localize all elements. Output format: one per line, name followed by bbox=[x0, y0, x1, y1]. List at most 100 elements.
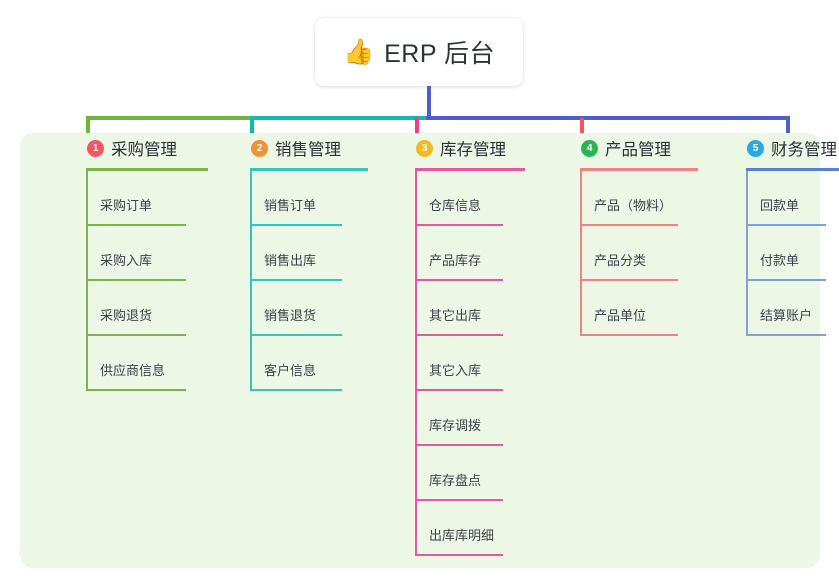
branch-header-rule bbox=[580, 168, 698, 171]
connector-root-vertical bbox=[427, 86, 431, 119]
connector-horizontal-green bbox=[86, 116, 252, 120]
branch-item[interactable]: 供应商信息 bbox=[66, 336, 216, 391]
branch-item-label: 产品库存 bbox=[429, 253, 482, 268]
branch-item[interactable]: 产品单位 bbox=[560, 281, 715, 336]
branch-header-rule bbox=[86, 168, 208, 171]
branch-header-4[interactable]: 4 产品管理 bbox=[560, 133, 715, 163]
branch-item[interactable]: 其它出库 bbox=[395, 281, 545, 336]
branch-item[interactable]: 销售订单 bbox=[230, 171, 380, 226]
branch-trunk-line bbox=[250, 171, 252, 391]
branch-header-rule bbox=[746, 168, 839, 171]
connector-horizontal-blue bbox=[426, 116, 790, 120]
branch-header-rule bbox=[415, 168, 525, 171]
branch-index-badge: 3 bbox=[416, 139, 433, 157]
branch-item[interactable]: 出库库明细 bbox=[395, 501, 545, 556]
branch-item[interactable]: 采购订单 bbox=[66, 171, 216, 226]
connector-drop-column-4 bbox=[580, 118, 584, 146]
branch-header-1[interactable]: 1 采购管理 bbox=[66, 133, 216, 163]
branch-index-badge: 4 bbox=[581, 139, 598, 157]
branch-item-rule bbox=[415, 389, 503, 391]
branch-item-label: 客户信息 bbox=[264, 363, 317, 378]
branch-item[interactable]: 库存盘点 bbox=[395, 446, 545, 501]
thumbs-up-icon: 👍 bbox=[342, 37, 375, 66]
branch-item-rule bbox=[746, 224, 826, 226]
branch-column-4: 4 产品管理产品（物料） 产品分类产品单位 bbox=[560, 133, 715, 336]
branch-item-label: 产品单位 bbox=[594, 308, 647, 323]
branch-item[interactable]: 结算账户 bbox=[726, 281, 839, 336]
branch-item[interactable]: 销售出库 bbox=[230, 226, 380, 281]
branch-item[interactable]: 产品库存 bbox=[395, 226, 545, 281]
connector-horizontal-teal bbox=[250, 116, 428, 120]
branch-item-label: 库存调拨 bbox=[429, 418, 482, 433]
branch-item-label: 产品（物料） bbox=[594, 198, 673, 213]
branch-header-rule bbox=[250, 168, 368, 171]
branch-item-rule bbox=[580, 224, 678, 226]
branch-column-3: 3 库存管理仓库信息产品库存其它出库其它入库库存调拨库存盘点出库库明细 bbox=[395, 133, 545, 556]
branch-item-rule bbox=[250, 389, 342, 391]
branch-item-list: 销售订单销售出库销售退货客户信息 bbox=[230, 171, 380, 391]
branch-column-1: 1 采购管理采购订单采购入库采购退货供应商信息 bbox=[66, 133, 216, 391]
branch-title: 产品管理 bbox=[605, 141, 671, 159]
branch-item-rule bbox=[86, 224, 186, 226]
branch-item-label: 仓库信息 bbox=[429, 198, 482, 213]
branch-item[interactable]: 其它入库 bbox=[395, 336, 545, 391]
branch-item-rule bbox=[250, 224, 342, 226]
branch-item[interactable]: 采购入库 bbox=[66, 226, 216, 281]
branch-item-list: 采购订单采购入库采购退货供应商信息 bbox=[66, 171, 216, 391]
connector-drop-column-5 bbox=[786, 118, 790, 146]
branch-item-rule bbox=[250, 334, 342, 336]
branch-item-label: 出库库明细 bbox=[429, 528, 495, 543]
branch-item[interactable]: 仓库信息 bbox=[395, 171, 545, 226]
branch-item[interactable]: 产品分类 bbox=[560, 226, 715, 281]
branch-item[interactable]: 客户信息 bbox=[230, 336, 380, 391]
branch-index-badge: 5 bbox=[747, 139, 764, 157]
branch-item-rule bbox=[250, 279, 342, 281]
branch-trunk-line bbox=[415, 171, 417, 556]
branch-item-rule bbox=[415, 334, 503, 336]
branch-item-rule bbox=[415, 444, 503, 446]
branch-item-label: 采购订单 bbox=[100, 198, 153, 213]
branch-item[interactable]: 产品（物料） bbox=[560, 171, 715, 226]
branch-item[interactable]: 销售退货 bbox=[230, 281, 380, 336]
branch-item-label: 库存盘点 bbox=[429, 473, 482, 488]
branch-item[interactable]: 采购退货 bbox=[66, 281, 216, 336]
root-node-title: ERP 后台 bbox=[384, 40, 496, 68]
branch-item-rule bbox=[580, 334, 678, 336]
branch-item-label: 产品分类 bbox=[594, 253, 647, 268]
branch-item[interactable]: 库存调拨 bbox=[395, 391, 545, 446]
branch-item-rule bbox=[580, 279, 678, 281]
branch-item[interactable]: 回款单 bbox=[726, 171, 839, 226]
connector-drop-column-2 bbox=[250, 118, 254, 146]
branch-item-label: 销售出库 bbox=[264, 253, 317, 268]
connector-drop-column-1 bbox=[86, 118, 90, 146]
branch-item-label: 回款单 bbox=[760, 198, 800, 213]
branch-item-rule bbox=[746, 334, 826, 336]
branch-item-label: 其它入库 bbox=[429, 363, 482, 378]
branch-item-rule bbox=[86, 279, 186, 281]
branch-item-label: 付款单 bbox=[760, 253, 800, 268]
branch-item-label: 销售退货 bbox=[264, 308, 317, 323]
branch-item[interactable]: 付款单 bbox=[726, 226, 839, 281]
branch-item-label: 结算账户 bbox=[760, 308, 813, 323]
branch-item-list: 回款单付款单结算账户 bbox=[726, 171, 839, 336]
branch-trunk-line bbox=[580, 171, 582, 336]
branch-trunk-line bbox=[86, 171, 88, 391]
branch-header-3[interactable]: 3 库存管理 bbox=[395, 133, 545, 163]
branch-item-rule bbox=[415, 224, 503, 226]
branch-item-rule bbox=[86, 334, 186, 336]
connector-drop-column-3 bbox=[415, 118, 419, 146]
branch-index-badge: 1 bbox=[87, 139, 104, 157]
branch-item-label: 采购入库 bbox=[100, 253, 153, 268]
branch-item-label: 供应商信息 bbox=[100, 363, 166, 378]
root-node-card[interactable]: 👍 ERP 后台 bbox=[315, 18, 523, 86]
branch-trunk-line bbox=[746, 171, 748, 336]
branch-title: 销售管理 bbox=[275, 141, 341, 159]
branch-item-rule bbox=[415, 279, 503, 281]
branch-title: 采购管理 bbox=[111, 141, 177, 159]
branch-title: 库存管理 bbox=[440, 141, 506, 159]
